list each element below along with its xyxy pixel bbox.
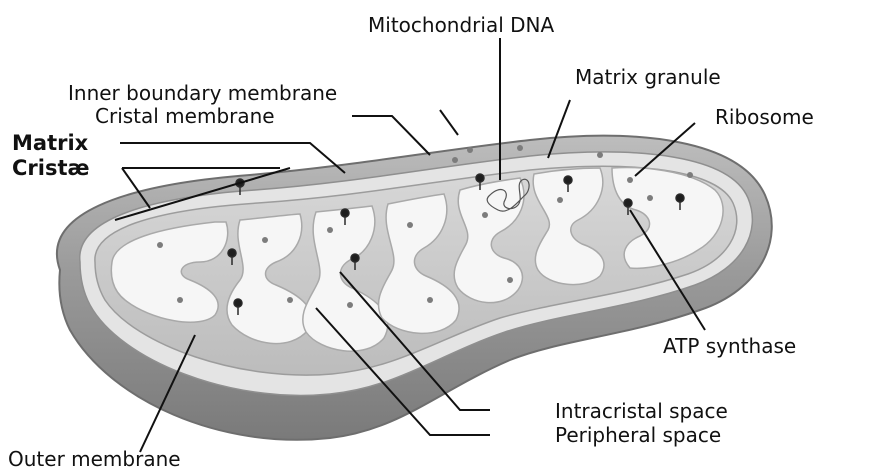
label-matrix-granule: Matrix granule bbox=[575, 65, 721, 89]
label-mitochondrial-dna: Mitochondrial DNA bbox=[368, 13, 554, 37]
label-cristae: Cristæ bbox=[12, 156, 90, 180]
label-atp-synthase: ATP synthase bbox=[663, 334, 796, 358]
label-inner-boundary-membrane: Inner boundary membrane bbox=[68, 81, 337, 105]
label-ribosome: Ribosome bbox=[715, 105, 814, 129]
label-cristal-membrane: Cristal membrane bbox=[95, 104, 275, 128]
label-matrix: Matrix bbox=[12, 131, 89, 155]
label-intracristal-space: Intracristal space bbox=[555, 399, 728, 423]
label-peripheral-space: Peripheral space bbox=[555, 423, 721, 447]
label-outer-membrane: Outer membrane bbox=[8, 447, 181, 471]
